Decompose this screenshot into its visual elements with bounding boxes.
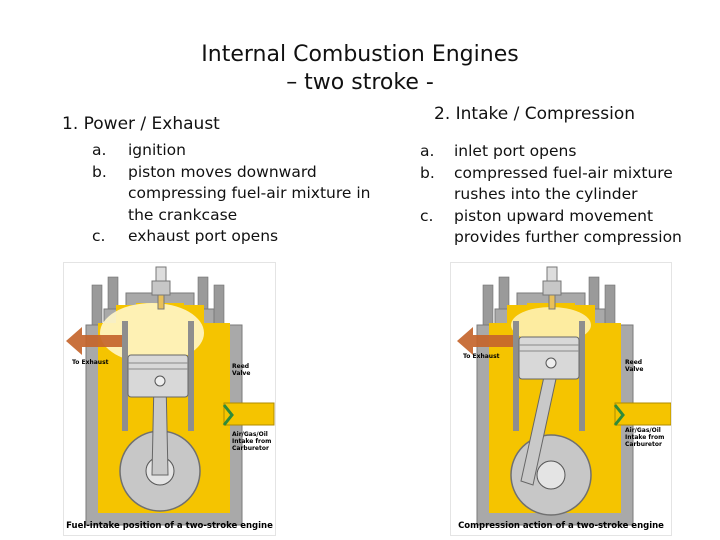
list-text: ignition xyxy=(128,141,186,159)
list-marker: c. xyxy=(420,206,434,225)
list-text: rushes into the cylinder xyxy=(454,185,638,203)
engine-illustration xyxy=(66,266,275,526)
engine-diagram-intake: To Exhaust Reed Valve Air/Gas/Oil Intake… xyxy=(63,262,276,536)
list-text: compressing fuel-air mixture in xyxy=(128,184,371,202)
list-item: b. piston moves downward compressing fue… xyxy=(92,162,402,227)
list-marker: b. xyxy=(420,163,435,182)
section2-list: a. inlet port opens b. compressed fuel-a… xyxy=(420,141,720,249)
reed-valve-label: Reed Valve xyxy=(232,363,251,377)
list-item: c. exhaust port opens xyxy=(92,226,402,248)
to-exhaust-label: To Exhaust xyxy=(463,353,500,360)
list-text: compressed fuel-air mixture xyxy=(454,163,673,182)
list-text: the crankcase xyxy=(128,205,238,224)
list-text: provides further compression xyxy=(454,228,682,246)
section1-list: a. ignition b. piston moves downward com… xyxy=(92,140,402,248)
list-marker: a. xyxy=(92,141,107,159)
slide-title-line2: – two stroke - xyxy=(286,70,434,95)
intake-label: Air/Gas/Oil Intake from Carburetor xyxy=(232,431,272,452)
figure-caption: Compression action of a two-stroke engin… xyxy=(458,521,664,531)
to-exhaust-label: To Exhaust xyxy=(72,359,109,366)
intake-label: Air/Gas/Oil Intake from Carburetor xyxy=(625,427,665,448)
section1-heading: 1. Power / Exhaust xyxy=(62,114,220,134)
list-item: a. inlet port opens xyxy=(420,141,720,163)
figure-caption: Fuel-intake position of a two-stroke eng… xyxy=(66,521,273,531)
list-marker: c. xyxy=(92,227,106,245)
slide-title-line1: Internal Combustion Engines xyxy=(201,42,519,67)
reed-valve-label: Reed Valve xyxy=(625,359,644,373)
list-item: c. piston upward movement provides furth… xyxy=(420,206,720,249)
list-text: piston upward movement xyxy=(454,206,654,225)
list-marker: a. xyxy=(420,142,435,160)
list-marker: b. xyxy=(92,162,107,181)
list-item: a. ignition xyxy=(92,140,402,162)
list-text: piston moves downward xyxy=(128,162,317,181)
list-item: b. compressed fuel-air mixture rushes in… xyxy=(420,163,720,206)
engine-illustration xyxy=(457,266,671,526)
list-text: inlet port opens xyxy=(454,142,577,160)
section2-heading: 2. Intake / Compression xyxy=(434,104,636,124)
list-text: exhaust port opens xyxy=(128,227,279,245)
engine-diagram-compression: To Exhaust Reed Valve Air/Gas/Oil Intake… xyxy=(450,262,672,536)
